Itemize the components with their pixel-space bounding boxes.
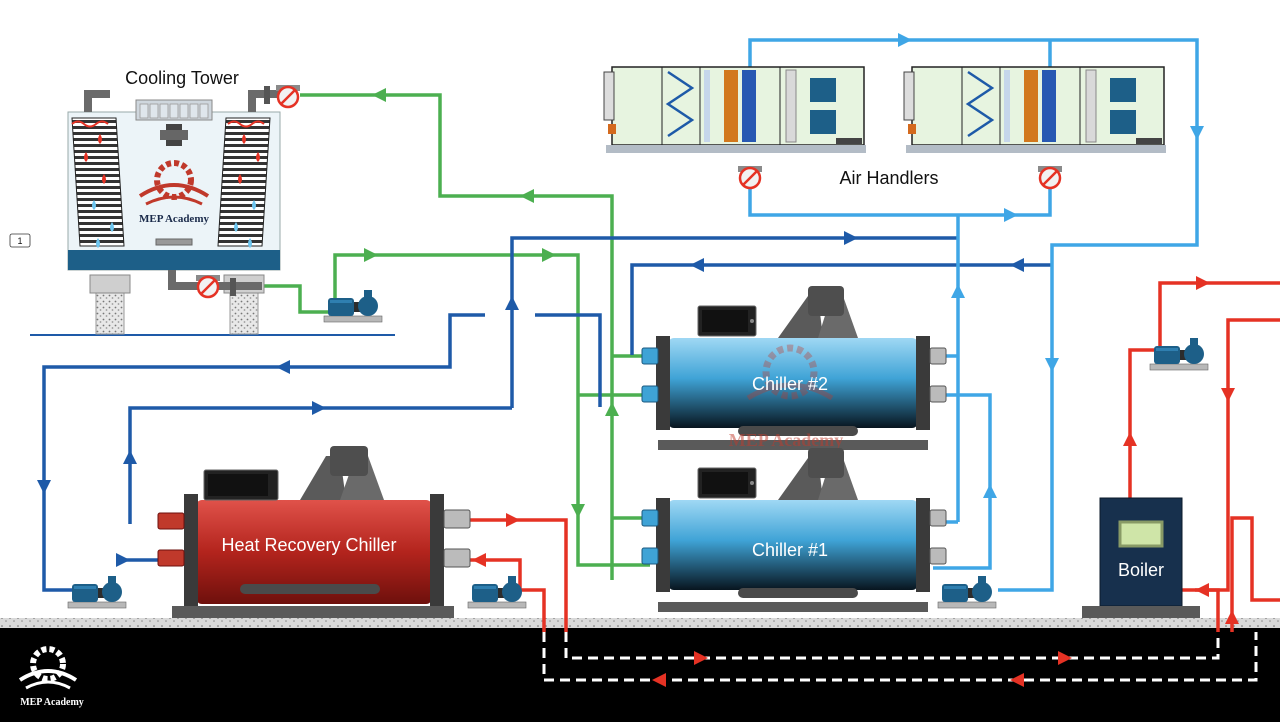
tower-logo-text: MEP Academy [139, 213, 209, 225]
heat-recovery-chiller-label: Heat Recovery Chiller [221, 535, 396, 555]
valve-icon [194, 273, 222, 299]
watermark-text: MEP Academy [729, 430, 844, 450]
air-handler-2 [903, 66, 1166, 153]
corner-logo: MEP Academy [18, 646, 84, 708]
valve-icon [1036, 164, 1064, 190]
underground-loop [542, 632, 1258, 682]
pump-icon [67, 575, 127, 609]
valve-icon [736, 164, 764, 190]
gear-logo-icon [138, 160, 210, 206]
page-badge [9, 233, 31, 248]
flow-arrow-icon [37, 33, 1239, 687]
fan-icon [160, 124, 188, 146]
heat-recovery-chiller [157, 446, 471, 618]
page-badge-text: 1 [17, 236, 22, 246]
cooling-tower: MEP Academy [30, 86, 395, 336]
air-handler-1 [603, 66, 866, 153]
chiller-2 [641, 285, 947, 451]
watermark-logo [746, 344, 834, 401]
pump-icon [937, 575, 997, 609]
hot-water-piping [470, 281, 1280, 632]
pump-icon [467, 575, 527, 609]
gear-logo-icon [18, 646, 78, 690]
chilled-water-return-piping [748, 38, 1199, 592]
ground-slab [0, 628, 1280, 722]
corner-logo-text: MEP Academy [20, 697, 84, 708]
air-handlers-label: Air Handlers [839, 168, 938, 188]
pump-icon [323, 289, 383, 323]
boiler [1082, 497, 1200, 618]
cooling-tower-label: Cooling Tower [125, 68, 239, 88]
chiller-1 [641, 447, 947, 613]
chiller-2-label: Chiller #2 [752, 374, 828, 394]
valve-icon [274, 83, 302, 109]
chiller-1-label: Chiller #1 [752, 540, 828, 560]
boiler-label: Boiler [1118, 560, 1164, 580]
